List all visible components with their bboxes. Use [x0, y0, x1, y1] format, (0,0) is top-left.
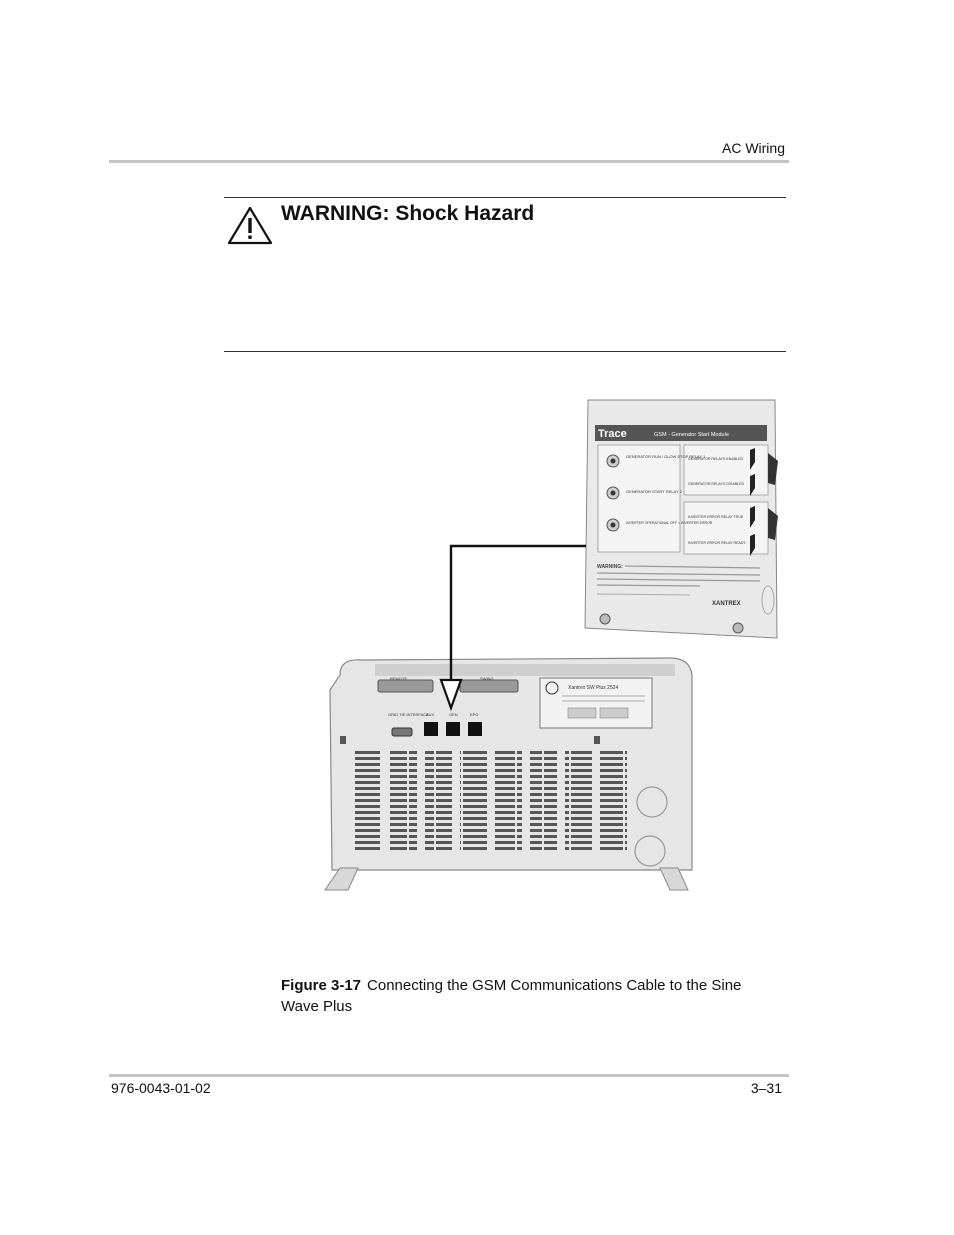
inverter-plate-text: Xantrex SW Plus 2524 [568, 685, 619, 691]
warning-bottom-rule [224, 351, 786, 352]
gsm-module: Trace GSM - Generator Start Module GENER… [584, 399, 778, 639]
warning-title: WARNING: Shock Hazard [281, 202, 535, 225]
gsm-label-4: GENERATOR RELAYS ENABLED [688, 457, 744, 461]
gsm-label-3: INVERTER OPERATIONAL OFF = INVERTER ERRO… [626, 521, 713, 525]
warning-top-rule [224, 197, 786, 198]
gsm-warning-text: WARNING: [597, 564, 623, 570]
gsm-label-5: GENERATOR RELAYS DISABLED [688, 482, 745, 486]
header-section-label: AC Wiring [721, 140, 785, 156]
port-label-gridtie: GRID TIE INTERFACE [388, 712, 429, 717]
figure-caption-label: Figure 3-17 [281, 977, 362, 994]
gsm-label-2: GENERATOR START RELAY 2 [626, 489, 683, 494]
gsm-maker-text: XANTREX [712, 601, 741, 607]
connection-arrow-line [449, 544, 586, 685]
inverter-top-label-1: REMOTE [390, 676, 407, 681]
gsm-label-7: INVERTER ERROR RELAY READY [688, 541, 747, 545]
footer-doc-number: 976-0043-01-02 [111, 1080, 211, 1096]
inverter-top-label-2: SWING [480, 676, 494, 681]
footer-rule [109, 1074, 789, 1077]
gsm-label-6: INVERTER ERROR RELAY TRUE [688, 515, 744, 519]
port-label-gen: GEN [449, 712, 458, 717]
gsm-label-1: GENERATOR RUN / GLOW STOP RELAY 1 [626, 454, 706, 459]
connection-arrow-head [439, 678, 463, 712]
gsm-connection-figure: Trace GSM - Generator Start Module GENER… [324, 399, 778, 891]
gsm-brand-text: Trace [598, 428, 627, 440]
vent-grille [355, 750, 627, 850]
port-label-aux: AUX [426, 712, 435, 717]
inverter-unit: REMOTE SWING Xantrex SW Plus 2524 GRID T… [324, 657, 693, 891]
header-rule [109, 160, 789, 163]
figure-caption-text: Connecting the GSM Communications Cable … [281, 977, 742, 1015]
footer-page-number: 3–31 [750, 1080, 782, 1096]
warning-triangle-icon [227, 206, 273, 245]
port-label-epo: EPO [470, 712, 478, 717]
gsm-title-text: GSM - Generator Start Module [654, 432, 729, 438]
